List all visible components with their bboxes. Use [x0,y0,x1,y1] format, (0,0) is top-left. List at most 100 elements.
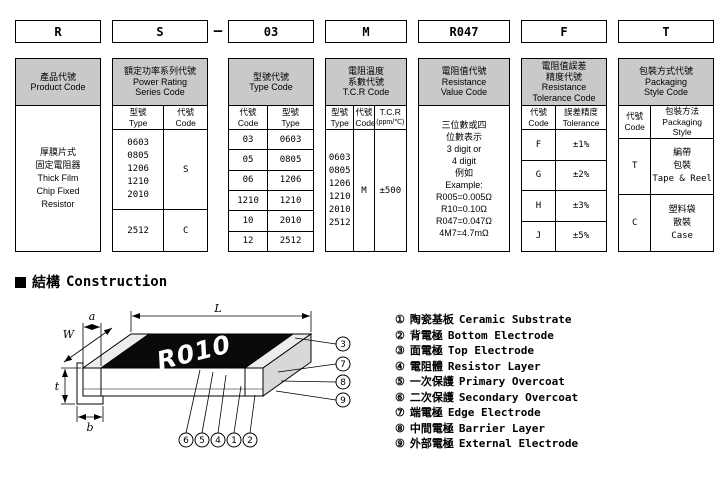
header-en: Series Code [135,87,185,98]
type-code-table: 代號 Code 型號 Type 03 0603 05 [227,105,314,253]
type-code-body: 代號 Code 型號 Type 03 0603 05 [227,105,314,253]
legend-zh: 面電極 [409,344,443,357]
packaging-style-cell: 編帶 包裝 Tape & Reel [650,137,714,196]
product-line: Resistor [41,199,75,209]
header-resistance-value: 電阻值代號 Resistance Value Code [418,58,510,106]
type-value: 0805 [328,165,351,176]
section-title-zh: 結構 [32,275,60,291]
col-header-en: Code [528,117,549,128]
legend-en: Barrier Layer [458,421,545,435]
packaging-body: 代號 Code 包裝方法 Packaging Style T 編帶 包裝 [617,105,714,252]
power-rating-body: 型號 Type 代號 Code 0603 0805 1206 [111,105,208,252]
col-header-zh: 代號 [626,111,644,122]
resistance-line: 4M7=4.7mΩ [439,227,489,238]
packaging-line: 散裝 [673,217,692,228]
resistor-construction-diagram: R010 L a W t b [55,302,351,448]
type-value: 1210 [127,177,149,187]
col-header-en: Type [128,117,148,128]
code-cell: 05 [227,149,269,171]
header-en: Type Code [249,82,293,92]
type-value: 1206 [328,178,351,189]
col-header-en: Type [281,117,300,128]
legend-item: ⑤ 一次保護 Primary Overcoat [395,374,583,390]
tolerance-cell: ±1% [555,129,607,161]
legend-item: ④ 電阻體 Resistor Layer [395,359,583,375]
header-zh: 額定功率系列代號 [123,66,196,77]
col-header-en: Code [355,117,376,128]
resistance-line: 位數表示 [445,131,482,142]
code-box-resistance: R047 [418,20,510,43]
legend-num: ⑧ [395,421,405,435]
type-value: 0805 [127,151,149,161]
callout-bottom-2: 4 [210,432,226,448]
code-cell: H [521,190,556,222]
section-title-en: Construction [66,274,168,290]
legend-en: External Electrode [458,437,579,450]
packaging-table: 代號 Code 包裝方法 Packaging Style T 編帶 包裝 [617,105,714,252]
legend-zh: 電阻體 [409,359,443,373]
callout-number: 8 [340,378,346,388]
legend-en: Resistor Layer [447,359,541,373]
resistance-line: 3 digit or [446,143,482,154]
callout-bottom-0: 6 [178,432,194,448]
callout-number: 3 [340,340,346,350]
col-header-code: 代號 Code [617,105,652,139]
code-cell: T [617,137,652,196]
separator-dash: — [213,23,223,39]
header-zh: 系數代號 [347,76,384,87]
type-list-cell: 0603 0805 1206 1210 2010 2512 [324,129,355,252]
part-number-section: R 產品代號 Product Code 厚膜片式 固定電阻器 Thick Fil… [15,20,714,253]
header-tcr-code: 電阻溫度 系數代號 T.C.R Code [325,58,407,106]
callout-right-2: 8 [335,374,351,390]
code-cell: 03 [227,128,269,151]
legend-num: ④ [395,359,405,373]
resistance-line: R10=0.10Ω [440,203,487,214]
resistance-line: Example: [445,179,483,190]
packaging-line: 包裝 [673,160,692,171]
col-header-zh: 代號 [177,107,195,117]
col-header-type: 型號 Type [324,105,355,130]
code-cell: G [521,159,556,191]
code-cell: M [353,129,375,252]
code-cell: 1210 [227,189,269,212]
dim-label-b: b [86,421,93,434]
resistance-description: 三位數或四 位數表示 3 digit or 4 digit 例如 Example… [418,105,510,252]
resistance-line: 例如 [454,167,473,178]
header-zh: 精度代號 [545,71,582,82]
callout-right-3: 9 [335,392,351,408]
tcr-body: 型號 Type 代號 Code T.C.R (ppm/℃) [324,105,408,252]
product-line: 厚膜片式 [39,147,76,157]
code-box-product: R [15,20,101,43]
code-box-tolerance: F [521,20,607,43]
legend-num: ① [395,313,405,326]
code-cell: 10 [227,210,269,232]
legend-en: Primary Overcoat [458,375,565,388]
legend-num: ⑨ [395,437,405,450]
resistance-line: R047=0.047Ω [435,215,493,226]
col-header-code: 代號 Code [353,105,376,130]
type-cell: 0603 [267,128,314,151]
packaging-line: Case [671,230,693,241]
callout-number: 5 [199,436,205,446]
packaging-style-cell: 塑料袋 散裝 Case [650,194,714,252]
col-header-packaging-style: 包裝方法 Packaging Style [650,105,714,139]
tcr-value-cell: ±500 [373,129,408,252]
packaging-line: Tape & Reel [652,173,712,184]
column-packaging-code: T 包裝方式代號 Packaging Style Code 代號 Code 包裝… [617,20,714,252]
legend-en: Edge Electrode [447,406,541,419]
type-value: 1206 [127,164,149,174]
legend-zh: 一次保護 [409,375,454,388]
tolerance-body: 代號 Code 誤差精度 Tolerance F ±1% G [521,105,607,252]
legend-zh: 外部電極 [409,437,454,450]
column-power-rating: S 額定功率系列代號 Power Rating Series Code 型號 T… [111,20,208,252]
construction-content: R010 L a W t b [0,296,727,454]
code-box-packaging: T [618,20,714,43]
col-header-zh: 型號 [282,107,300,117]
tolerance-table: 代號 Code 誤差精度 Tolerance F ±1% G [521,105,607,252]
legend-num: ⑤ [395,375,405,388]
header-tolerance-code: 電阻值誤差 精度代號 Resistance Tolerance Code [521,58,607,106]
